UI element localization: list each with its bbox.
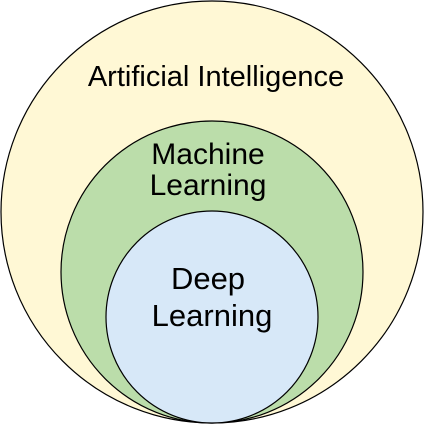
machine-learning-label-line-1: Machine — [151, 138, 264, 171]
deep-learning-label-line-2: Learning — [152, 298, 273, 333]
deep-learning-circle — [105, 210, 319, 424]
artificial-intelligence-label: Artificial Intelligence — [88, 61, 344, 93]
machine-learning-label-line-2: Learning — [150, 169, 267, 202]
deep-learning-label-line-1: Deep — [171, 261, 245, 296]
